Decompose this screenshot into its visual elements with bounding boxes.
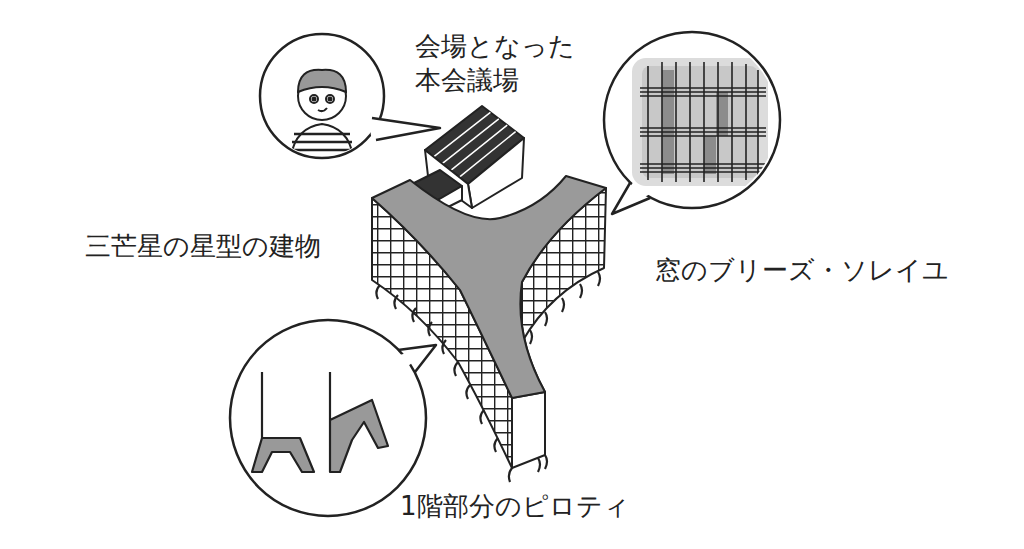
label-text: 会場となった 本会議場 (415, 30, 590, 98)
facade-shadow (642, 66, 758, 178)
pilotis-wall-lines (262, 372, 330, 438)
person-hair (298, 70, 346, 92)
callout-bubble (230, 320, 426, 516)
pilotis-leg (330, 400, 388, 472)
person-mouth (318, 108, 327, 111)
person-eye (326, 95, 334, 103)
window-callout (604, 32, 780, 214)
callout-tail (612, 183, 650, 214)
person-pupil (329, 98, 332, 101)
brise-soleil-grid (640, 62, 766, 182)
callout-bubble (604, 32, 780, 208)
label-text: 窓のブリーズ・ソレイユ (655, 254, 949, 288)
sun-fin (662, 70, 674, 174)
label-text: 1階部分のピロティ (400, 490, 630, 524)
callout-tail-fill (368, 116, 440, 142)
callout-tail (372, 118, 440, 140)
callout-tail (398, 345, 436, 372)
label-text: 三芒星の星型の建物 (85, 230, 321, 264)
person-callout (260, 34, 440, 165)
person-body (290, 124, 354, 165)
pilotis-leg (252, 438, 314, 472)
facade-shadow (632, 58, 768, 186)
person-pupil (313, 98, 316, 101)
pilotis-callout (230, 320, 436, 516)
hall-front (468, 138, 524, 208)
bottom-end-face (512, 392, 545, 468)
person-eye (310, 95, 318, 103)
roof (372, 176, 606, 398)
shirt-stripes (290, 134, 354, 158)
